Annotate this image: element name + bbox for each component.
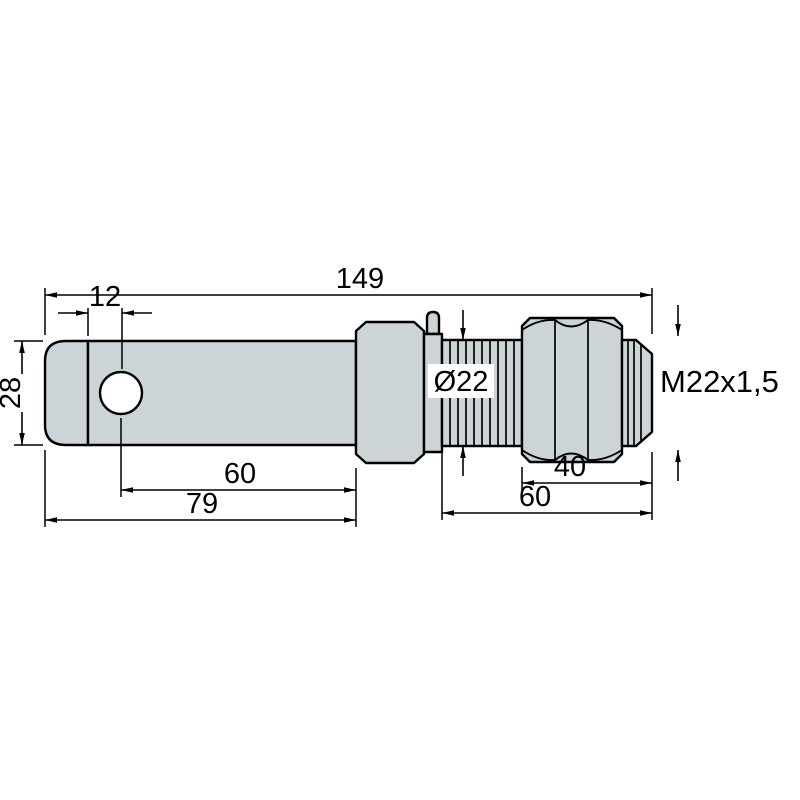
dim-hole-to-collar: 60 xyxy=(120,418,357,527)
dim-label-overall-length: 149 xyxy=(336,263,384,295)
washer-tab xyxy=(425,310,441,336)
nut-chamfer-arc xyxy=(521,449,556,462)
dim-shaft-length: 79 xyxy=(44,450,356,527)
dim-thread-diameter: Ø22 xyxy=(428,310,494,476)
nut-chamfer-arc xyxy=(521,318,556,331)
collar-flange xyxy=(354,320,426,465)
hex-nut xyxy=(520,316,624,464)
dim-label-hole-offset: 12 xyxy=(89,281,121,313)
nut-chamfer-arc xyxy=(554,452,589,461)
dim-label-nut-section: 40 xyxy=(554,451,586,483)
pin-cap xyxy=(43,339,90,447)
dim-overall-length: 149 xyxy=(44,263,653,335)
nut-chamfer-arc xyxy=(587,449,623,462)
dim-label-hole-to-collar: 60 xyxy=(224,458,256,490)
cross-hole xyxy=(98,370,144,416)
dim-thread-length: 60 xyxy=(441,451,652,520)
thread-spec-label: M22x1,5 xyxy=(660,364,779,399)
dim-nut-section: 40 xyxy=(521,451,653,520)
hex-nut-body xyxy=(520,316,624,464)
nut-chamfer-arc xyxy=(554,319,589,328)
dim-hole-offset: 12 xyxy=(58,281,152,369)
dim-thread-spec: M22x1,5 xyxy=(660,305,779,481)
label-background xyxy=(428,364,494,398)
dim-shaft-diameter: 28 xyxy=(0,340,43,446)
nut-chamfer-arc xyxy=(587,318,623,331)
threaded-tip-body xyxy=(620,338,654,448)
dim-label-thread-length: 60 xyxy=(519,481,551,513)
pin-body xyxy=(43,310,654,465)
threaded-tip xyxy=(620,338,654,448)
dim-label-thread-diameter: Ø22 xyxy=(434,366,489,398)
dim-label-shaft-diameter: 28 xyxy=(0,377,27,409)
dimensions: 149 12 28 Ø xyxy=(0,263,779,527)
dim-label-shaft-length: 79 xyxy=(186,488,218,520)
